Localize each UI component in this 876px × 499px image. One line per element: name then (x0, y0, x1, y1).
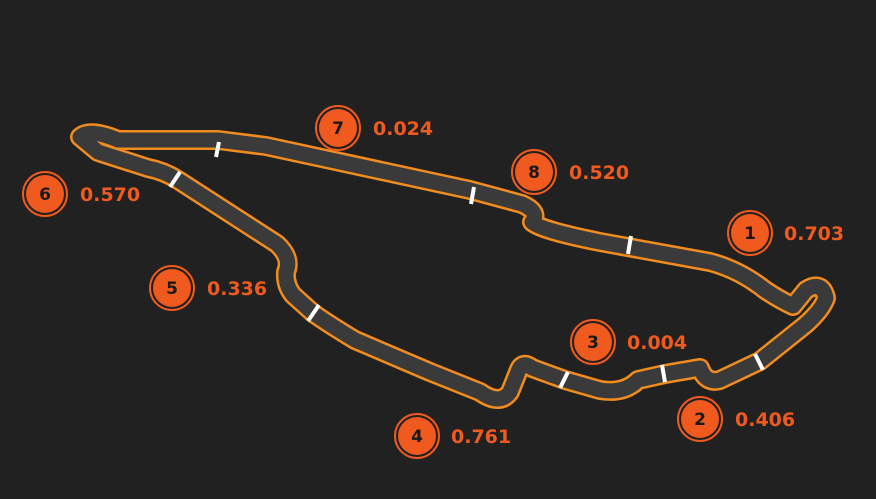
badge-fill (574, 323, 612, 361)
sector-divider (214, 141, 221, 158)
badge-fill (398, 417, 436, 455)
badge-circle (22, 171, 68, 217)
sector-divider (168, 170, 182, 189)
badge-circle (394, 413, 440, 459)
badge-circle (511, 149, 557, 195)
badge-fill (153, 269, 191, 307)
segment-badge[interactable]: 3 0.004 (570, 319, 687, 365)
badge-fill (319, 109, 357, 147)
segment-number: 8 (528, 163, 540, 183)
track-surface (72, 125, 834, 407)
sector-divider (660, 364, 667, 383)
sector-divider (469, 186, 476, 205)
segment-badge[interactable]: 2 0.406 (677, 396, 795, 442)
sector-divider (753, 353, 765, 371)
segment-number: 7 (332, 119, 344, 139)
segment-value: 0.570 (80, 184, 140, 206)
badge-circle (727, 210, 773, 256)
badge-fill (515, 153, 553, 191)
segment-value: 0.761 (451, 426, 511, 448)
badge-fill (731, 214, 769, 252)
badge-circle (315, 105, 361, 151)
segment-value: 0.520 (569, 162, 629, 184)
badge-fill (26, 175, 64, 213)
segment-badge[interactable]: 5 0.336 (149, 265, 267, 311)
segment-number: 2 (694, 410, 706, 430)
segment-value: 0.336 (207, 278, 267, 300)
segment-badge[interactable]: 1 0.703 (727, 210, 844, 256)
segment-value: 0.024 (373, 118, 433, 140)
segment-number: 3 (587, 333, 599, 353)
sector-divider (558, 371, 570, 389)
segment-number: 6 (39, 185, 51, 205)
segment-number: 4 (411, 427, 423, 447)
segment-badge[interactable]: 4 0.761 (394, 413, 511, 459)
badge-circle (677, 396, 723, 442)
sector-divider (626, 235, 633, 255)
sector-divider (306, 303, 321, 323)
badge-circle (570, 319, 616, 365)
segment-number: 1 (744, 224, 756, 244)
segment-value: 0.004 (627, 332, 687, 354)
segment-value: 0.703 (784, 223, 844, 245)
segment-badge[interactable]: 6 0.570 (22, 171, 140, 217)
segment-badge[interactable]: 7 0.024 (315, 105, 433, 151)
badge-circle (149, 265, 195, 311)
segment-number: 5 (166, 279, 178, 299)
badge-fill (681, 400, 719, 438)
segment-badges: 1 0.703 2 0.406 3 0.004 4 0.761 5 0.336 (22, 105, 844, 459)
sector-dividers (168, 141, 765, 389)
segment-value: 0.406 (735, 409, 795, 431)
segment-badge[interactable]: 8 0.520 (511, 149, 629, 195)
